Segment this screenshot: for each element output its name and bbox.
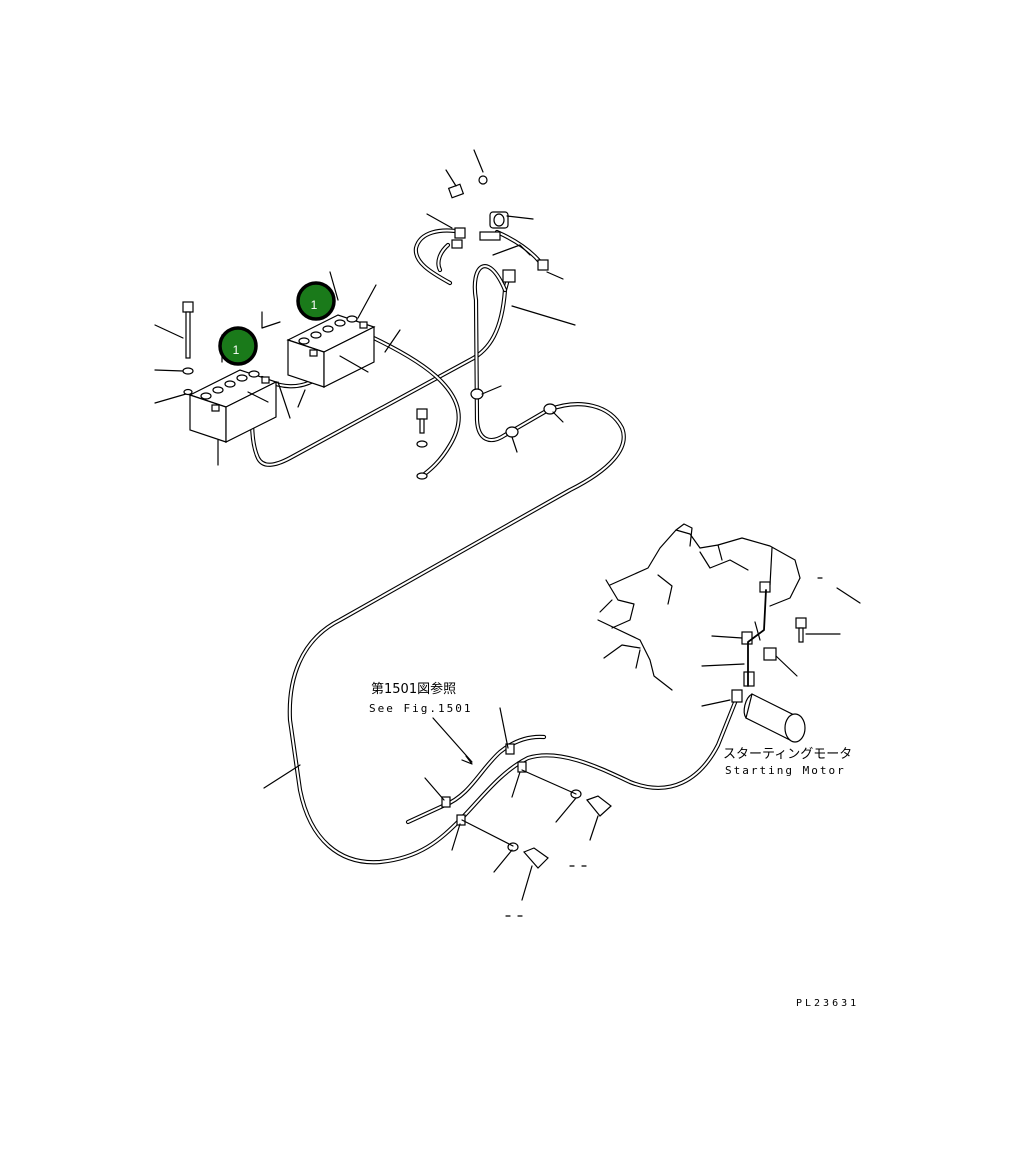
starting-motor-label-en: Starting Motor <box>725 764 846 777</box>
ground-bolt[interactable] <box>416 408 428 480</box>
battery-relay[interactable] <box>447 175 549 283</box>
relay-wiring <box>413 228 543 286</box>
long-bolt[interactable] <box>182 301 194 396</box>
harness-clamps[interactable] <box>441 743 612 869</box>
drawing-code: PL23631 <box>796 998 859 1009</box>
callout-number: 1 <box>233 343 240 357</box>
starting-motor-label-jp: スターティングモータ <box>723 747 852 762</box>
battery-right[interactable] <box>286 314 376 388</box>
callout-badge-1[interactable]: 1 <box>218 326 258 366</box>
starting-motor[interactable] <box>731 581 807 743</box>
engine-outline <box>597 523 801 691</box>
battery-left[interactable] <box>188 369 278 443</box>
leader-lines <box>154 149 861 917</box>
callout-badge-2[interactable]: 1 <box>296 281 336 321</box>
harness-fig1501 <box>405 734 547 825</box>
main-battery-cable <box>250 264 739 865</box>
callout-number: 1 <box>311 298 318 312</box>
see-fig-note-en: See Fig.1501 <box>369 702 472 715</box>
see-fig-note-jp: 第1501図参照 <box>371 681 456 697</box>
